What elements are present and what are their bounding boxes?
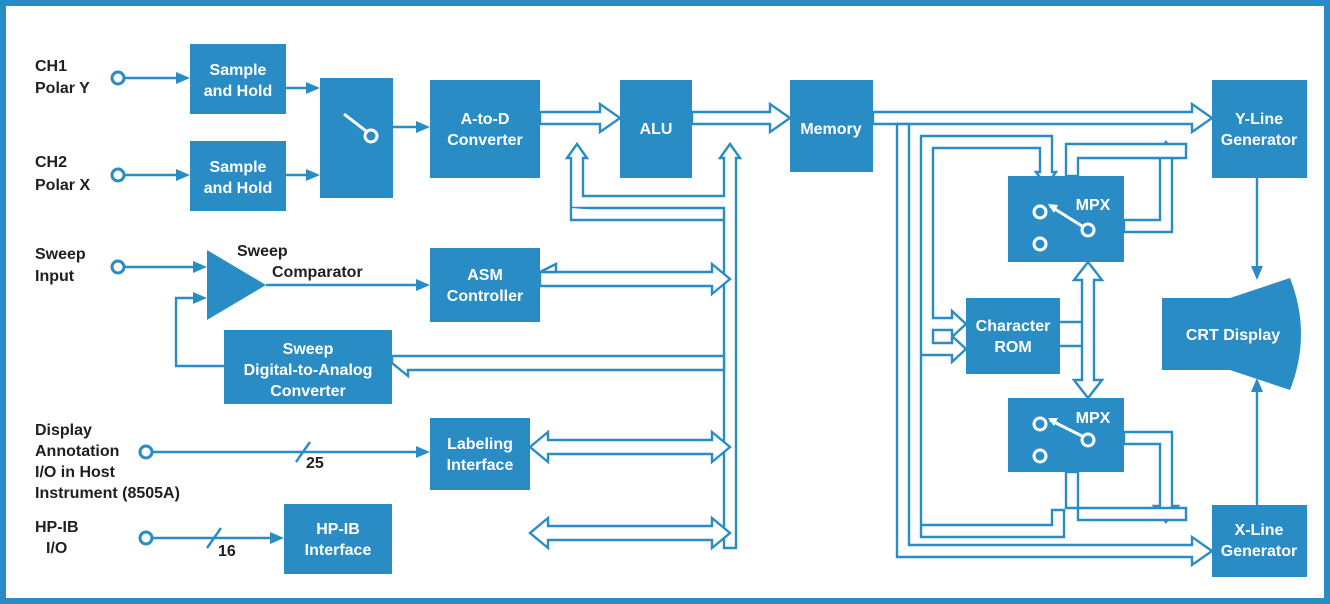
x-line-generator-block: X-Line Generator — [1212, 505, 1307, 577]
a-to-d-line2: Converter — [447, 132, 523, 149]
ch1-label-line1: CH1 — [35, 58, 67, 75]
sample-and-hold-2-block: Sample and Hold — [190, 141, 286, 211]
mpx-bottom-label: MPX — [1076, 410, 1111, 427]
sample-and-hold-1-line1: Sample — [210, 62, 267, 79]
ch2-label-line2: Polar X — [35, 177, 90, 194]
crt-display-label: CRT Display — [1186, 327, 1280, 344]
crt-display-block: CRT Display — [1162, 278, 1301, 390]
sample-and-hold-2-line2: and Hold — [204, 180, 272, 197]
labeling-interface-block: Labeling Interface — [430, 418, 530, 490]
labeling-line1: Labeling — [447, 436, 513, 453]
hpib-io-line2: I/O — [46, 540, 67, 557]
a-to-d-converter-block: A-to-D Converter — [430, 80, 540, 178]
ch2-port-icon — [110, 167, 126, 183]
y-line-line1: Y-Line — [1235, 111, 1283, 128]
alu-label: ALU — [640, 121, 673, 138]
sweep-comparator-triangle — [207, 250, 266, 320]
display-port-icon — [138, 444, 154, 460]
mpx-bottom-contact-b-icon — [1032, 448, 1048, 464]
memory-block: Memory — [790, 80, 873, 172]
char-rom-line1: Character — [976, 318, 1051, 335]
input-switch-block — [320, 78, 393, 198]
sweep-dac-line2: Digital-to-Analog — [244, 362, 373, 379]
memory-label: Memory — [800, 121, 861, 138]
signal-wires — [124, 72, 1263, 549]
sample-and-hold-1-block: Sample and Hold — [190, 44, 286, 114]
mpx-bottom-contact-a-icon — [1032, 416, 1048, 432]
mpx-top-contact-a-icon — [1032, 204, 1048, 220]
mpx-bottom-pivot-icon — [1080, 432, 1096, 448]
char-rom-line2: ROM — [994, 339, 1031, 356]
alu-block: ALU — [620, 80, 692, 178]
sweep-dac-block: Sweep Digital-to-Analog Converter — [224, 330, 392, 404]
labeling-line2: Interface — [447, 457, 514, 474]
hpib-interface-block: HP-IB Interface — [284, 504, 392, 574]
sample-and-hold-1-line2: and Hold — [204, 83, 272, 100]
mpx-top-block: MPX — [1008, 176, 1124, 262]
ch1-label-line2: Polar Y — [35, 80, 90, 97]
switch-contact-icon — [363, 128, 379, 144]
asm-line1: ASM — [467, 267, 503, 284]
display-annotation-line2: Annotation — [35, 443, 119, 460]
hpib-iface-line1: HP-IB — [316, 521, 360, 538]
sample-and-hold-2-line1: Sample — [210, 159, 267, 176]
ch1-port-icon — [110, 70, 126, 86]
ch2-label-line1: CH2 — [35, 154, 67, 171]
mpx-top-pivot-icon — [1080, 222, 1096, 238]
sweep-comparator-line2: Comparator — [272, 264, 363, 281]
sweep-dac-line1: Sweep — [283, 341, 334, 358]
sweep-input-line2: Input — [35, 268, 75, 285]
switch-arm-icon — [343, 112, 367, 133]
display-annotation-line3: I/O in Host — [35, 464, 116, 481]
sweep-dac-line3: Converter — [270, 383, 346, 400]
display-annotation-line1: Display — [35, 422, 92, 439]
y-line-generator-block: Y-Line Generator — [1212, 80, 1307, 178]
character-rom-block: Character ROM — [966, 298, 1060, 374]
mpx-top-contact-b-icon — [1032, 236, 1048, 252]
bus-width-25-label: 25 — [306, 455, 324, 472]
hpib-port-icon — [138, 530, 154, 546]
a-to-d-line1: A-to-D — [461, 111, 510, 128]
y-line-line2: Generator — [1221, 132, 1297, 149]
sweep-input-line1: Sweep — [35, 246, 86, 263]
sweep-comparator-line1: Sweep — [237, 243, 288, 260]
mpx-bottom-block: MPX — [1008, 398, 1124, 472]
bus-width-16-label: 16 — [218, 543, 236, 560]
display-annotation-line4: Instrument (8505A) — [35, 485, 180, 502]
sweep-port-icon — [110, 259, 126, 275]
hpib-io-line1: HP-IB — [35, 519, 79, 536]
x-line-line2: Generator — [1221, 543, 1297, 560]
mpx-top-label: MPX — [1076, 197, 1111, 214]
x-line-line1: X-Line — [1235, 522, 1284, 539]
asm-line2: Controller — [447, 288, 523, 305]
asm-controller-block: ASM Controller — [430, 248, 540, 322]
hpib-iface-line2: Interface — [305, 542, 372, 559]
